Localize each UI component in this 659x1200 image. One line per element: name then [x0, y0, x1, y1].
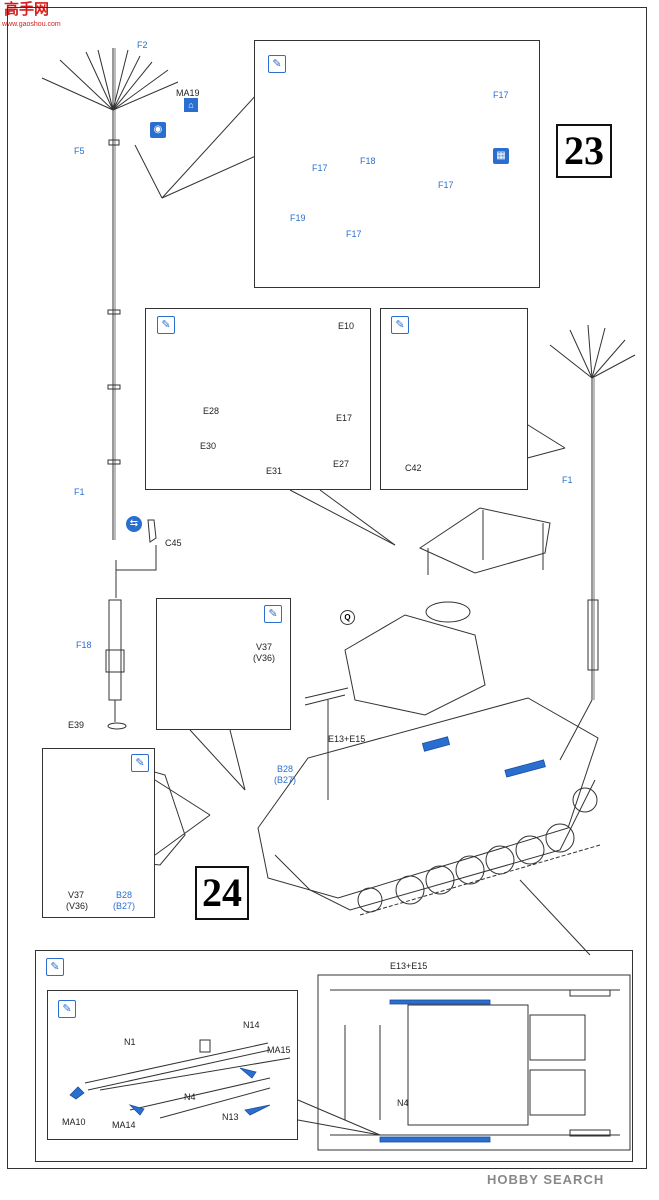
- step24-b28-inset: [42, 748, 155, 918]
- label-c45: C45: [165, 538, 182, 548]
- hull-top-view-drawing: [317, 974, 631, 1151]
- glue-icon: ✎: [131, 754, 149, 772]
- n4-blue-part: [379, 1136, 491, 1143]
- attention-icon: ⌂: [184, 98, 198, 112]
- bottom-hull-panel: [35, 950, 633, 1162]
- step23-hatch-inset: [254, 40, 540, 288]
- label-f17-c: F17: [438, 180, 454, 190]
- label-f18-top: F18: [360, 156, 376, 166]
- glue-icon: ✎: [268, 55, 286, 73]
- label-f19: F19: [290, 213, 306, 223]
- cement-icon: ◉: [150, 122, 166, 138]
- label-b28-b: B28: [116, 890, 133, 900]
- label-e13-e15-bottom: E13+E15: [390, 961, 428, 971]
- label-e10: E10: [338, 321, 355, 331]
- label-v36-b: (V36): [66, 901, 89, 911]
- label-e27: E27: [333, 459, 350, 469]
- label-b27-tank: (B27): [274, 775, 297, 785]
- glue-icon: ✎: [264, 605, 282, 623]
- attention-icon: Q: [340, 610, 355, 625]
- label-n13: N13: [222, 1112, 239, 1122]
- label-n4-inset: N4: [184, 1092, 196, 1102]
- label-f18-left: F18: [76, 640, 92, 650]
- option-icon: ⇆: [126, 516, 142, 532]
- label-b27-b: (B27): [113, 901, 136, 911]
- label-n4-bottom: N4: [397, 1098, 409, 1108]
- label-c42: C42: [405, 463, 422, 473]
- label-ma10: MA10: [62, 1117, 86, 1127]
- step-number-24: 24: [195, 866, 249, 920]
- paint-icon: ▦: [493, 148, 509, 164]
- label-ma19: MA19: [176, 88, 200, 98]
- glue-icon: ✎: [157, 316, 175, 334]
- label-e17: E17: [336, 413, 353, 423]
- label-e13-e15-tank: E13+E15: [328, 734, 366, 744]
- label-f17-d: F17: [346, 229, 362, 239]
- label-v37-b: V37: [68, 890, 85, 900]
- label-f2: F2: [137, 40, 148, 50]
- step24-v37-inset: [156, 598, 291, 730]
- label-e39: E39: [68, 720, 85, 730]
- label-v37-a: V37: [256, 642, 273, 652]
- label-v36-a: (V36): [253, 653, 276, 663]
- glue-icon: ✎: [58, 1000, 76, 1018]
- left-antenna-drawing: [41, 48, 179, 730]
- label-n1: N1: [124, 1037, 136, 1047]
- right-antenna-drawing: [549, 324, 636, 761]
- step23-c42-inset: [380, 308, 528, 490]
- label-b28-tank: B28: [277, 764, 294, 774]
- watermark-brand: HOBBY SEARCH: [487, 1172, 605, 1187]
- tank-blue-part-b: [504, 759, 546, 778]
- label-e28: E28: [203, 406, 220, 416]
- label-f1-right: F1: [562, 475, 573, 485]
- label-n14: N14: [243, 1020, 260, 1030]
- page-frame: [7, 7, 647, 1169]
- glue-icon: ✎: [46, 958, 64, 976]
- step23-rain-frame-inset: [145, 308, 371, 490]
- label-ma15: MA15: [267, 1045, 291, 1055]
- label-f1-left: F1: [74, 487, 85, 497]
- label-f5: F5: [74, 146, 85, 156]
- label-ma14: MA14: [112, 1120, 136, 1130]
- glue-icon: ✎: [391, 316, 409, 334]
- n-parts-drawing: [84, 1039, 291, 1119]
- label-e31: E31: [266, 466, 283, 476]
- label-f17-a: F17: [493, 90, 509, 100]
- tank-drawing: [257, 601, 601, 916]
- tank-blue-part-a: [421, 736, 451, 752]
- e13-blue-part: [389, 999, 491, 1005]
- label-e30: E30: [200, 441, 217, 451]
- label-f17-b: F17: [312, 163, 328, 173]
- bottom-n-parts-inset: [47, 990, 298, 1140]
- step-number-23: 23: [556, 124, 612, 178]
